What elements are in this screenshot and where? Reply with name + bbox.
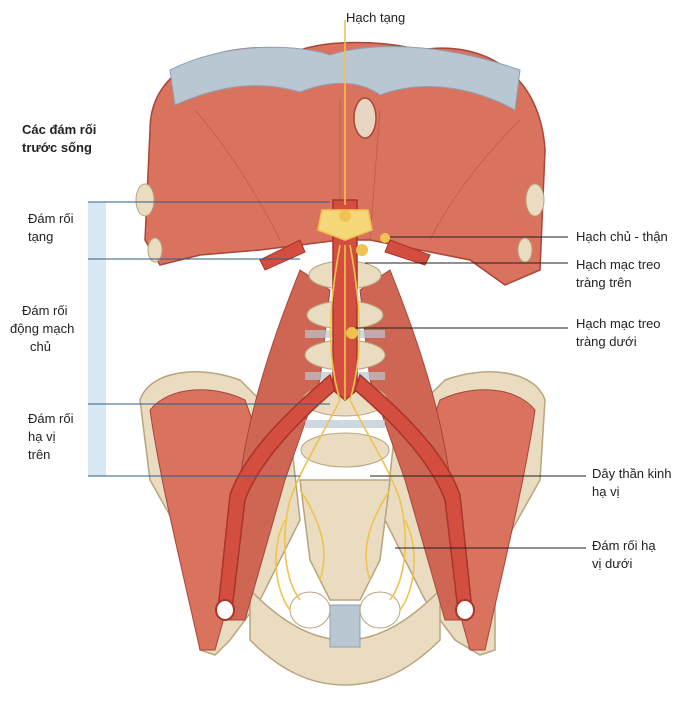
superior-mesenteric-ganglion bbox=[356, 244, 368, 256]
nerve-plexus bbox=[275, 20, 415, 611]
inferior-mesenteric-ganglion bbox=[346, 327, 358, 339]
superior-hypogastric-label-line3: trên bbox=[28, 447, 51, 462]
superior-hypogastric-label-line2: hạ vị bbox=[28, 429, 56, 444]
plexus-bracket-bar bbox=[88, 202, 106, 476]
inferior-mesenteric-ganglion-label-line1: Hạch mạc treo bbox=[576, 316, 661, 331]
celiac-ganglion bbox=[339, 210, 351, 222]
prevertebral-plexuses-title-line1: Các đám rối bbox=[22, 122, 97, 137]
inferior-mesenteric-ganglion-label-line2: tràng dưới bbox=[576, 334, 637, 349]
aorticorenal-ganglion-label: Hạch chủ - thận bbox=[576, 229, 668, 244]
inferior-hypogastric-plexus-label-line2: vị dưới bbox=[592, 556, 633, 571]
aortic-plexus-label-line1: Đám rối bbox=[22, 303, 68, 318]
inferior-hypogastric-plexus-label-line1: Đám rối hạ bbox=[592, 538, 656, 553]
aorticorenal-ganglion bbox=[380, 233, 390, 243]
superior-hypogastric-label-line1: Đám rối bbox=[28, 411, 74, 426]
celiac-plexus-label-line2: tạng bbox=[28, 229, 54, 244]
hypogastric-nerve-label-line1: Dây thần kinh bbox=[592, 466, 672, 481]
hypogastric-nerve-label-line2: hạ vị bbox=[592, 484, 620, 499]
superior-mesenteric-ganglion-label-line1: Hạch mạc treo bbox=[576, 257, 661, 272]
left-leader-lines bbox=[88, 201, 330, 477]
prevertebral-plexuses-title-line2: trước sống bbox=[22, 140, 92, 155]
celiac-plexus-label-line1: Đám rối bbox=[28, 211, 74, 226]
aortic-plexus-label-line3: chủ bbox=[30, 339, 51, 354]
celiac-ganglion-label: Hạch tạng bbox=[346, 10, 406, 25]
superior-mesenteric-ganglion-label-line2: tràng trên bbox=[576, 275, 632, 290]
right-leader-lines bbox=[355, 236, 586, 549]
aortic-plexus-label-line2: động mạch bbox=[10, 321, 75, 336]
